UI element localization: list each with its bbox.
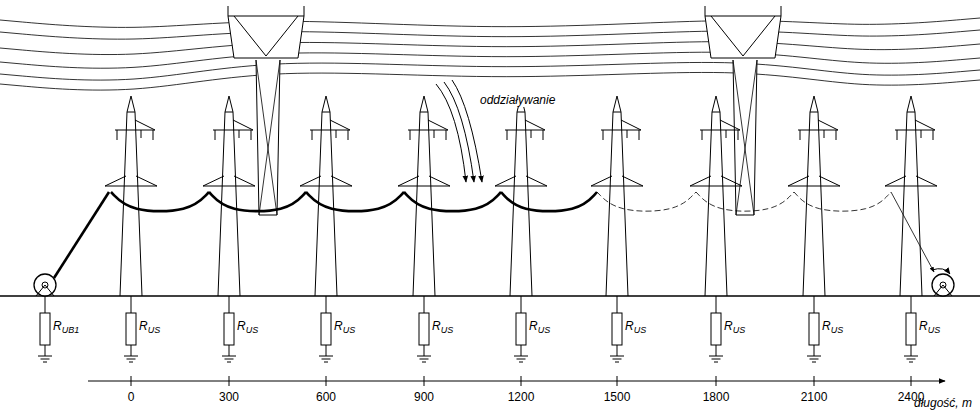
line-tower: [105, 96, 157, 296]
resistor-symbol: [514, 296, 528, 362]
hv-tower: [228, 6, 304, 215]
line-tower: [690, 96, 742, 296]
axis-label: długość, m: [914, 396, 972, 410]
symbol-subscript: US: [831, 325, 844, 335]
hv-conductor: [0, 52, 980, 68]
symbol-letter: R: [53, 319, 62, 333]
symbol-letter: R: [334, 319, 343, 333]
line-tower: [591, 96, 643, 296]
resistor-symbol: [709, 296, 723, 362]
resistor-symbol: [124, 296, 138, 362]
resistor-label: RUS: [139, 319, 160, 334]
symbol-subscript: US: [538, 325, 551, 335]
symbol-letter: R: [237, 319, 246, 333]
symbol-letter: R: [432, 319, 441, 333]
cable: [54, 192, 934, 278]
right-drum: [932, 269, 954, 296]
hv-conductor: [0, 72, 980, 90]
symbol-letter: R: [625, 319, 634, 333]
axis-tick: [229, 376, 230, 386]
cable-span: [209, 192, 306, 211]
symbol-letter: R: [919, 319, 928, 333]
tick-label: 2100: [801, 390, 828, 404]
axis-tick: [131, 376, 132, 386]
hv-conductors: [0, 18, 980, 90]
resistor-symbol: [222, 296, 236, 362]
left-drum: [34, 274, 56, 296]
tick-label: 1800: [703, 390, 730, 404]
resistors: [38, 296, 918, 362]
resistor-label: RUS: [334, 319, 355, 334]
resistor-label: RUS: [822, 319, 843, 334]
resistor-label: RUS: [724, 319, 745, 334]
symbol-subscript: US: [246, 325, 259, 335]
cable-span: [404, 192, 501, 211]
tick-label: 1200: [508, 390, 535, 404]
resistor-label: RUS: [919, 319, 940, 334]
cable-tail: [891, 192, 934, 272]
tick-label: 900: [414, 390, 434, 404]
line-tower: [885, 96, 937, 296]
tick-label: 0: [128, 390, 135, 404]
hv-conductor: [0, 62, 980, 80]
axis-tick: [814, 376, 815, 386]
symbol-subscript: US: [634, 325, 647, 335]
symbol-subscript: US: [343, 325, 356, 335]
axis-tick: [326, 376, 327, 386]
symbol-letter: R: [822, 319, 831, 333]
resistor-symbol: [319, 296, 333, 362]
length-axis: [88, 376, 945, 386]
symbol-subscript: US: [441, 325, 454, 335]
symbol-subscript: US: [733, 325, 746, 335]
axis-tick: [521, 376, 522, 386]
tick-label: 1500: [604, 390, 631, 404]
influence-label: oddziaływanie: [478, 93, 557, 107]
line-tower: [788, 96, 840, 296]
resistor-symbol: [38, 296, 52, 362]
hv-conductor: [0, 42, 980, 55]
influence-arrows: [436, 80, 482, 182]
cable-span: [501, 192, 597, 211]
resistor-symbol: [807, 296, 821, 362]
cable-span: [111, 192, 209, 211]
cable-span: [306, 192, 404, 211]
resistor-symbol: [904, 296, 918, 362]
resistor-label: RUS: [529, 319, 550, 334]
tick-label: 300: [219, 390, 239, 404]
line-tower: [300, 96, 352, 296]
symbol-subscript: UB1: [62, 325, 80, 335]
tick-label: 600: [316, 390, 336, 404]
axis-tick: [911, 376, 912, 386]
line-tower: [495, 96, 547, 296]
line-tower: [398, 96, 450, 296]
axis-tick: [617, 376, 618, 386]
cable-lead: [54, 192, 109, 278]
symbol-letter: R: [529, 319, 538, 333]
resistor-label: RUS: [432, 319, 453, 334]
axis-tick: [716, 376, 717, 386]
cable-span: [794, 192, 891, 211]
line-towers: [105, 96, 937, 296]
resistor-label: RUS: [625, 319, 646, 334]
symbol-letter: R: [724, 319, 733, 333]
cable-span: [696, 192, 794, 211]
ground-line: [0, 295, 980, 297]
resistor-symbol: [610, 296, 624, 362]
resistor-symbol: [417, 296, 431, 362]
axis-tick: [424, 376, 425, 386]
hv-conductor: [0, 18, 980, 27]
hv-towers: [228, 6, 781, 215]
hv-conductor: [0, 30, 980, 39]
symbol-subscript: US: [148, 325, 161, 335]
line-tower: [203, 96, 255, 296]
resistor-label: RUB1: [53, 319, 79, 334]
resistor-label: RUS: [237, 319, 258, 334]
symbol-subscript: US: [928, 325, 941, 335]
cable-span: [597, 192, 696, 211]
symbol-letter: R: [139, 319, 148, 333]
